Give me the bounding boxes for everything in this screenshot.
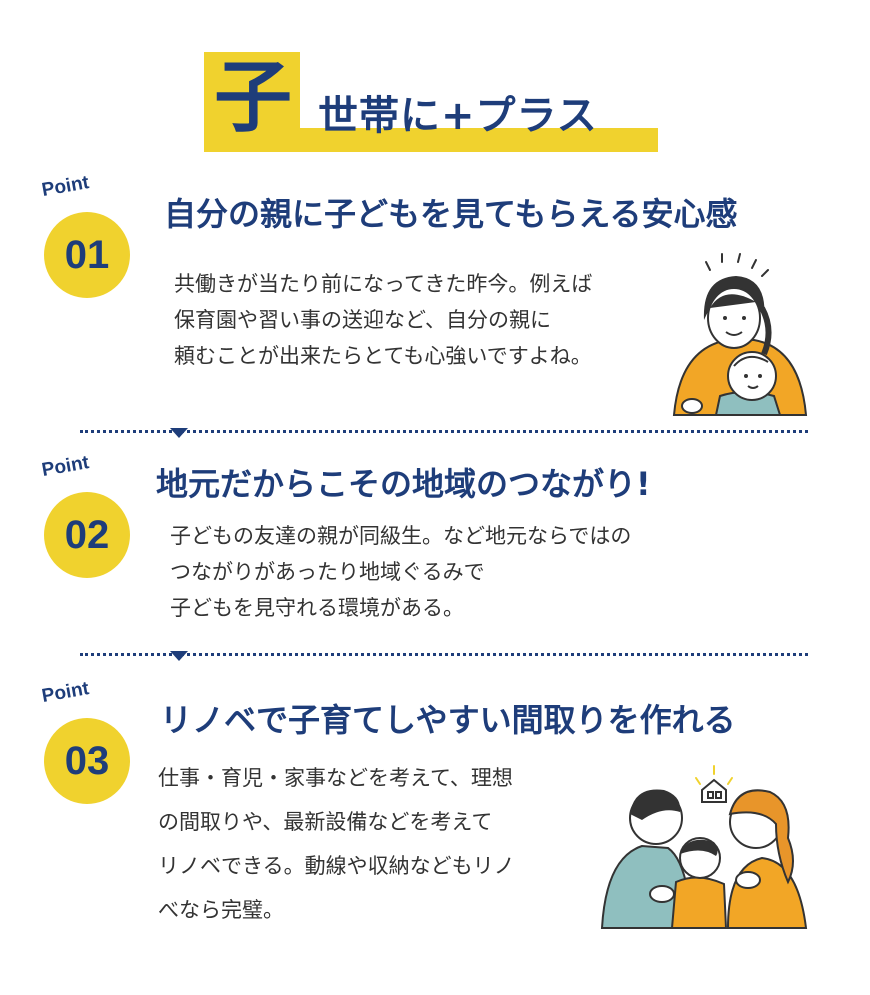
body-line: 保育園や習い事の送迎など、自分の親に xyxy=(174,308,551,332)
badge-circle xyxy=(44,212,130,298)
body-line: 頼むことが出来たらとても心強いですよね。 xyxy=(174,344,592,368)
point-body-03: 仕事・育児・家事などを考えて、理想 の間取りや、最新設備などを考えて リノベでき… xyxy=(158,756,515,932)
point-body-02: 子どもの友達の親が同級生。など地元ならではの つながりがあったり地域ぐるみで 子… xyxy=(170,518,631,626)
body-line: 子どもを見守れる環境がある。 xyxy=(170,596,464,620)
section-divider xyxy=(80,653,808,656)
section-divider xyxy=(80,430,808,433)
mother-with-baby-illustration xyxy=(672,253,808,416)
body-line: 子どもの友達の親が同級生。など地元ならではの xyxy=(170,524,632,548)
chevron-down-icon xyxy=(170,651,188,661)
point-label-03: Point xyxy=(40,678,91,708)
title-kanji: 子 xyxy=(213,53,292,143)
chevron-down-icon xyxy=(170,428,188,438)
body-line: リノベできる。動線や収納などもリノ xyxy=(158,854,515,878)
body-line: 共働きが当たり前になってきた昨今。例えば xyxy=(174,272,593,296)
body-line: 仕事・育児・家事などを考えて、理想 xyxy=(158,766,513,790)
badge-circle xyxy=(44,718,130,804)
point-heading-03: リノベで子育てしやすい間取りを作れる xyxy=(160,701,736,739)
title-yellow-underline xyxy=(290,128,658,152)
badge-circle xyxy=(44,492,130,578)
body-line: つながりがあったり地域ぐるみで xyxy=(170,560,485,584)
title-yellow-block xyxy=(204,52,300,152)
point-heading-02: 地元だからこその地域のつながり! xyxy=(156,465,651,503)
point-badge-03: 03 xyxy=(44,718,130,804)
point-body-01: 共働きが当たり前になってきた昨今。例えば 保育園や習い事の送迎など、自分の親に … xyxy=(174,266,592,374)
point-badge-02: 02 xyxy=(44,492,130,578)
house-icon xyxy=(701,778,727,803)
point-badge-01: 01 xyxy=(44,212,130,298)
body-line: の間取りや、最新設備などを考えて xyxy=(158,810,493,834)
family-hug-illustration xyxy=(600,765,808,929)
point-number-01: 01 xyxy=(64,233,110,277)
point-label-01: Point xyxy=(40,172,91,202)
page-title: 世帯に+プラス xyxy=(318,93,598,139)
point-label-02: Point xyxy=(40,452,91,482)
point-heading-01: 自分の親に子どもを見てもらえる安心感 xyxy=(164,195,738,233)
point-number-03: 03 xyxy=(64,739,110,783)
body-line: べなら完璧。 xyxy=(158,898,284,922)
point-number-02: 02 xyxy=(64,513,110,557)
